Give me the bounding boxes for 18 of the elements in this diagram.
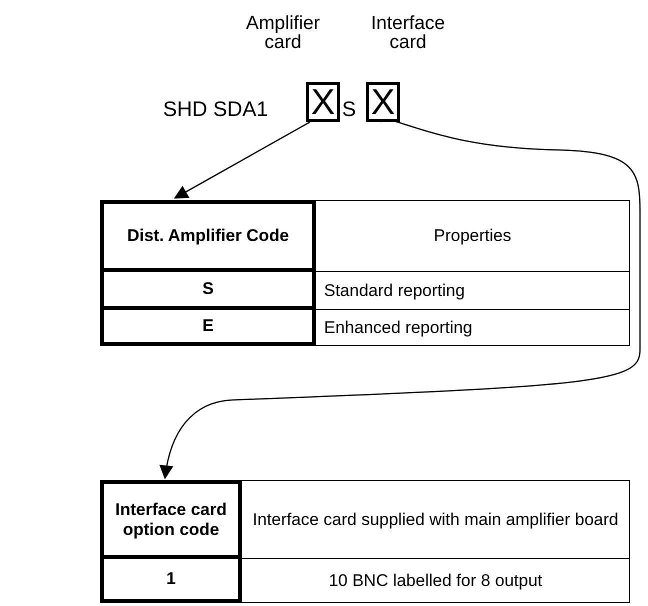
header-cell: Interface card option code: [100, 480, 242, 559]
part-code-text: SHD SDA1: [163, 98, 268, 122]
option-placeholder-box: X: [306, 82, 340, 122]
code-cell: S: [100, 272, 316, 310]
code-cell: E: [100, 310, 316, 346]
header-cell: Interface card supplied with main amplifier board: [242, 480, 630, 559]
header-cell: Dist. Amplifier Code: [100, 200, 316, 272]
part-code-text: S: [342, 98, 356, 122]
arrow: [160, 120, 641, 480]
field-caption: Amplifier card: [245, 14, 321, 52]
description-cell: Standard reporting: [316, 272, 630, 310]
description-cell: 10 BNC labelled for 8 output: [242, 559, 630, 603]
header-cell: Properties: [316, 200, 630, 272]
option-placeholder-box: X: [366, 82, 400, 122]
field-caption: Interface card: [370, 14, 446, 52]
arrow: [174, 121, 310, 199]
code-cell: 1: [100, 559, 242, 603]
description-cell: Enhanced reporting: [316, 310, 630, 346]
